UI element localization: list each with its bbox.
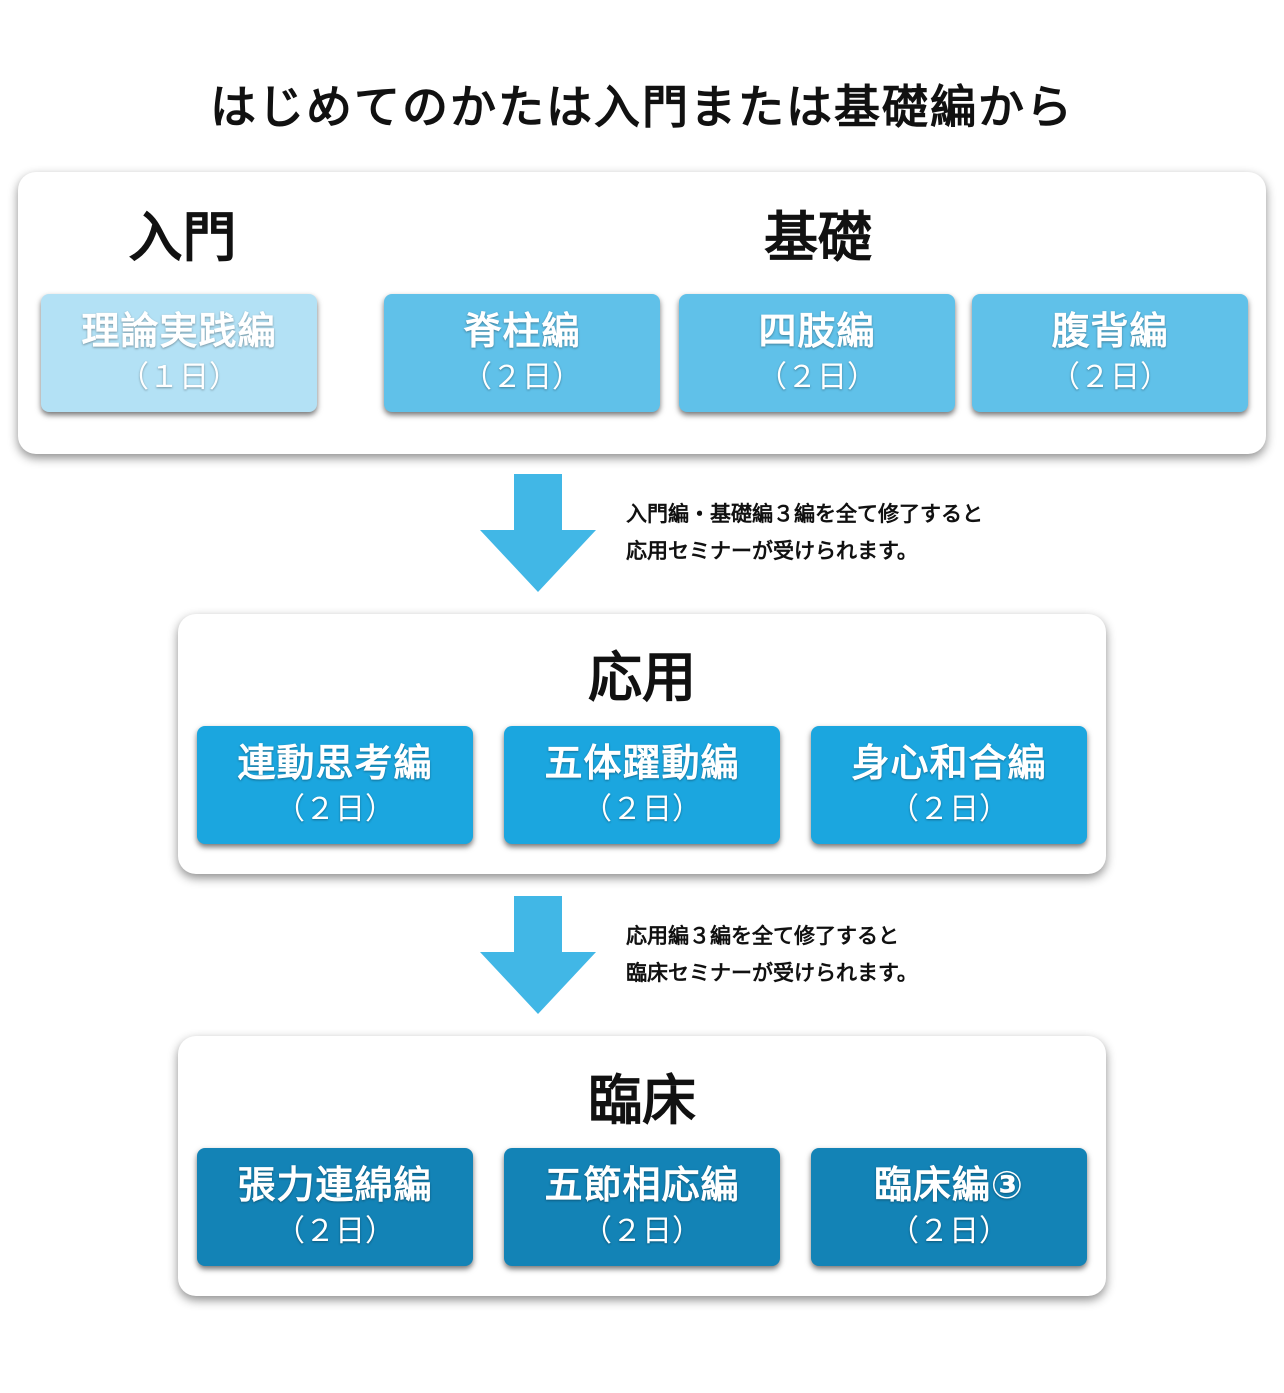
note-line: 応用編３編を全て修了すると: [626, 924, 899, 948]
course-name: 張力連綿編: [237, 1163, 433, 1207]
transition-note-1: 入門編・基礎編３編を全て修了すると 応用セミナーが受けられます。: [626, 496, 983, 570]
course-card-clinical-3: 臨床編③ （２日）: [811, 1148, 1087, 1266]
course-days: （２日）: [582, 1214, 702, 1249]
course-card-limbs: 四肢編 （２日）: [679, 294, 955, 412]
course-days: （２日）: [889, 1214, 1009, 1249]
course-name: 脊柱編: [463, 309, 581, 353]
course-card-spine: 脊柱編 （２日）: [384, 294, 660, 412]
course-name: 連動思考編: [237, 741, 433, 785]
course-card-five-body: 五体躍動編 （２日）: [504, 726, 780, 844]
note-line: 臨床セミナーが受けられます。: [626, 961, 918, 985]
course-days: （２日）: [582, 792, 702, 827]
course-name: 五節相応編: [544, 1163, 740, 1207]
course-days: （１日）: [119, 360, 239, 395]
course-days: （２日）: [889, 792, 1009, 827]
basic-section-title: 基礎: [764, 206, 872, 269]
intro-section-title: 入門: [128, 206, 237, 269]
applied-section-title: 応用: [588, 646, 696, 709]
course-card-linked-thinking: 連動思考編 （２日）: [197, 726, 473, 844]
course-card-tension: 張力連綿編 （２日）: [197, 1148, 473, 1266]
course-card-abdomen-back: 腹背編 （２日）: [972, 294, 1248, 412]
course-name: 理論実践編: [81, 309, 277, 353]
course-name: 臨床編③: [873, 1163, 1025, 1207]
note-line: 入門編・基礎編３編を全て修了すると: [626, 502, 983, 526]
course-days: （２日）: [462, 360, 582, 395]
course-name: 身心和合編: [851, 741, 1047, 785]
course-days: （２日）: [757, 360, 877, 395]
course-days: （２日）: [275, 1214, 395, 1249]
course-name: 四肢編: [758, 309, 876, 353]
course-card-theory-practice: 理論実践編 （１日）: [41, 294, 317, 412]
course-name: 腹背編: [1051, 309, 1169, 353]
clinical-section-title: 臨床: [588, 1069, 696, 1132]
note-line: 応用セミナーが受けられます。: [626, 539, 918, 563]
course-card-five-joints: 五節相応編 （２日）: [504, 1148, 780, 1266]
course-name: 五体躍動編: [544, 741, 740, 785]
course-days: （２日）: [275, 792, 395, 827]
course-card-body-mind: 身心和合編 （２日）: [811, 726, 1087, 844]
down-arrow-icon: [480, 474, 596, 592]
down-arrow-icon: [480, 896, 596, 1014]
page-title: はじめてのかたは入門または基礎編から: [210, 80, 1074, 134]
transition-note-2: 応用編３編を全て修了すると 臨床セミナーが受けられます。: [626, 918, 918, 992]
course-days: （２日）: [1050, 360, 1170, 395]
